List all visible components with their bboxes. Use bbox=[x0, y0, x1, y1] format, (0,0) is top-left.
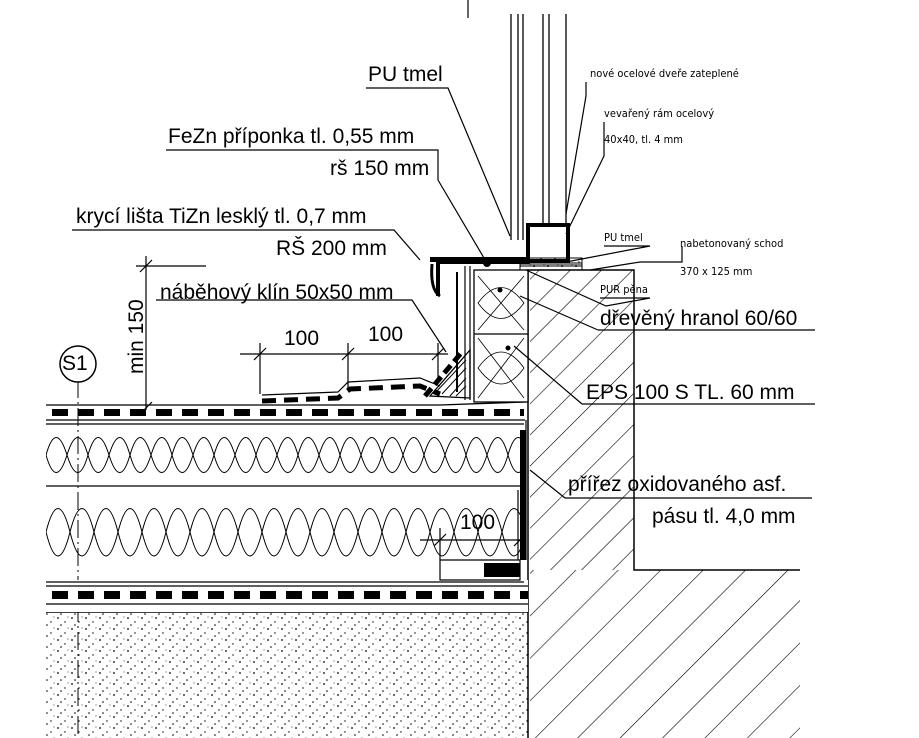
section-marker-circle bbox=[59, 345, 97, 383]
dimension-100-bottom: 100 bbox=[460, 511, 496, 534]
flashing bbox=[430, 257, 530, 298]
label-ram-1: vevařený rám ocelový bbox=[604, 107, 715, 120]
label-schod-1: nabetonovaný schod bbox=[680, 237, 784, 250]
label-nabehovy-klin: náběhový klín 50x50 mm bbox=[160, 281, 394, 304]
label-prirez-2: pásu tl. 4,0 mm bbox=[652, 505, 796, 528]
label-ram-2: 40x40, tl. 4 mm bbox=[604, 133, 683, 146]
door-frame bbox=[467, 0, 583, 271]
insulation-layer bbox=[46, 423, 524, 583]
label-fezn-rs: rš 150 mm bbox=[330, 157, 430, 180]
top-membrane bbox=[46, 377, 526, 421]
label-prirez-1: přířez oxidovaného asf. bbox=[568, 473, 787, 496]
dimension-100-left: 100 bbox=[284, 327, 320, 350]
label-kryci-rs: RŠ 200 mm bbox=[276, 237, 387, 260]
label-pu-tmel: PU tmel bbox=[368, 63, 443, 86]
timber-block bbox=[473, 269, 529, 403]
label-hranol: dřevěný hranol 60/60 bbox=[600, 307, 798, 330]
vertical-membrane bbox=[439, 266, 527, 581]
section-marker-label: S1 bbox=[62, 352, 88, 375]
lower-membrane bbox=[46, 580, 528, 612]
label-fezn-priponka: FeZn příponka tl. 0,55 mm bbox=[168, 125, 415, 148]
label-pur-pena: PUR pěna bbox=[600, 283, 648, 296]
label-kryci-lista: krycí lišta TiZn lesklý tl. 0,7 mm bbox=[76, 205, 367, 228]
gravel-base bbox=[46, 611, 528, 738]
wall-hatch bbox=[527, 269, 800, 738]
dimension-100-right: 100 bbox=[368, 323, 404, 346]
label-schod-2: 370 x 125 mm bbox=[680, 265, 753, 278]
label-dvere: nové ocelové dveře zateplené bbox=[590, 67, 739, 80]
label-pu-tmel-small: PU tmel bbox=[604, 231, 643, 244]
leader-lines bbox=[72, 82, 815, 499]
dimension-lines bbox=[136, 256, 527, 560]
label-eps: EPS 100 S TL. 60 mm bbox=[586, 381, 795, 404]
dimension-min-150: min 150 bbox=[125, 299, 148, 374]
